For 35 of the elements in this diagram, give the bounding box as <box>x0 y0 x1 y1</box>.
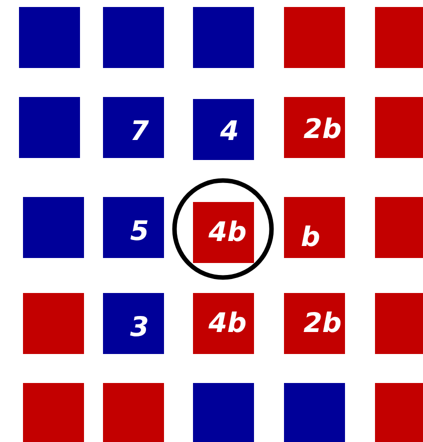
tile-label: 7 <box>130 118 149 145</box>
square-tile <box>103 293 164 354</box>
square-tile <box>19 97 80 158</box>
tile-label: 4b <box>208 219 247 246</box>
square-tile <box>284 293 345 354</box>
square-tile <box>193 202 254 263</box>
square-tile <box>19 7 80 68</box>
square-tile <box>193 293 254 354</box>
square-tile <box>284 7 345 68</box>
square-tile <box>284 197 345 258</box>
square-tile <box>103 7 164 68</box>
tile-label: b <box>300 224 320 251</box>
tile-label: 5 <box>130 218 149 245</box>
square-tile <box>375 97 423 158</box>
tile-label: 4 <box>220 118 239 145</box>
square-tile <box>375 383 423 442</box>
tile-label: 2b <box>303 310 342 337</box>
square-tile <box>23 197 84 258</box>
square-tile <box>103 383 164 442</box>
square-tile <box>375 293 423 354</box>
square-tile <box>23 383 84 442</box>
square-tile <box>375 197 423 258</box>
square-tile <box>284 383 345 442</box>
tile-label: 4b <box>208 310 247 337</box>
square-tile <box>23 293 84 354</box>
square-tile <box>193 99 254 160</box>
square-tile <box>103 197 164 258</box>
square-tile <box>193 7 254 68</box>
square-tile <box>193 383 254 442</box>
square-tile <box>284 97 345 158</box>
square-tile <box>375 7 423 68</box>
tile-label: 3 <box>130 314 149 341</box>
tile-label: 2b <box>303 116 342 143</box>
square-tile <box>103 97 164 158</box>
highlight-circle <box>172 178 274 280</box>
